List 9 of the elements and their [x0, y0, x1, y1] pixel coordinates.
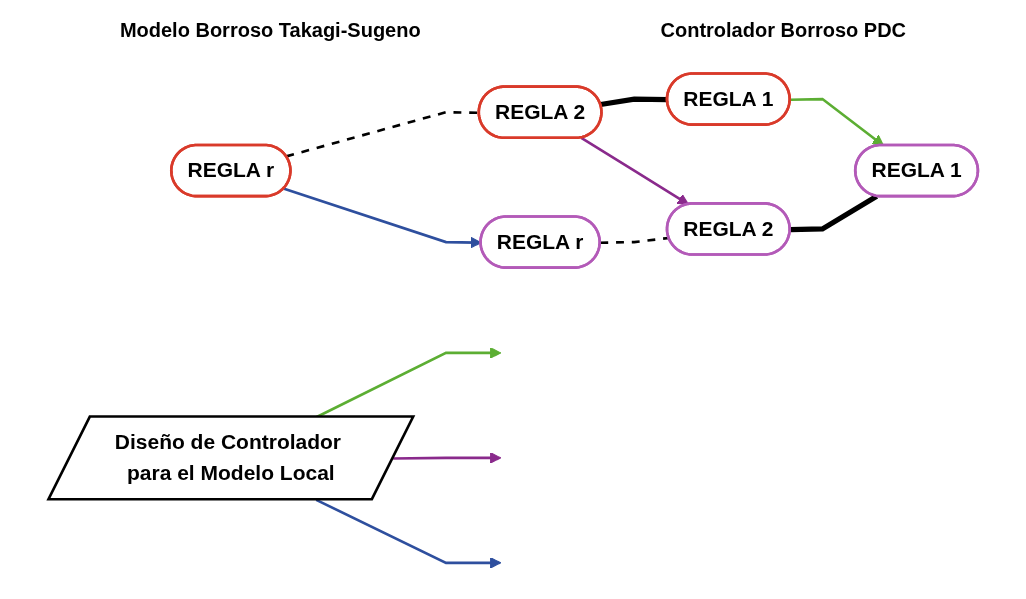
arrow — [393, 451, 502, 464]
arrow — [790, 97, 884, 146]
arrow — [580, 136, 689, 205]
column-heading: Controlador Borroso PDC — [660, 18, 907, 42]
connector-line — [600, 236, 670, 244]
connector-line — [790, 193, 878, 232]
column-heading: Modelo Borroso Takagi-Sugeno — [119, 18, 421, 42]
connector-line — [600, 95, 668, 107]
arrow — [315, 498, 502, 569]
